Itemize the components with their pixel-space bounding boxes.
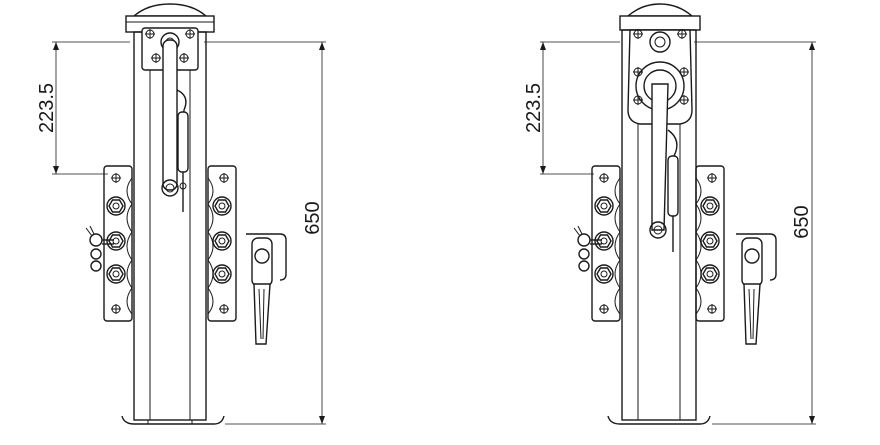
right-dimension-650: 650 [694,41,816,425]
right-dim-total-label: 650 [791,205,813,238]
left-dimension-650: 650 [204,41,326,425]
left-dimension-223-5: 223.5 [36,41,130,175]
left-dim-total-label: 650 [302,201,324,234]
right-dimension-223-5: 223.5 [523,41,620,175]
right-dim-top-label: 223.5 [523,83,545,133]
left-view: 223.5 650 [36,3,326,425]
left-dim-top-label: 223.5 [36,83,58,133]
right-view: 223.5 650 [523,3,816,425]
